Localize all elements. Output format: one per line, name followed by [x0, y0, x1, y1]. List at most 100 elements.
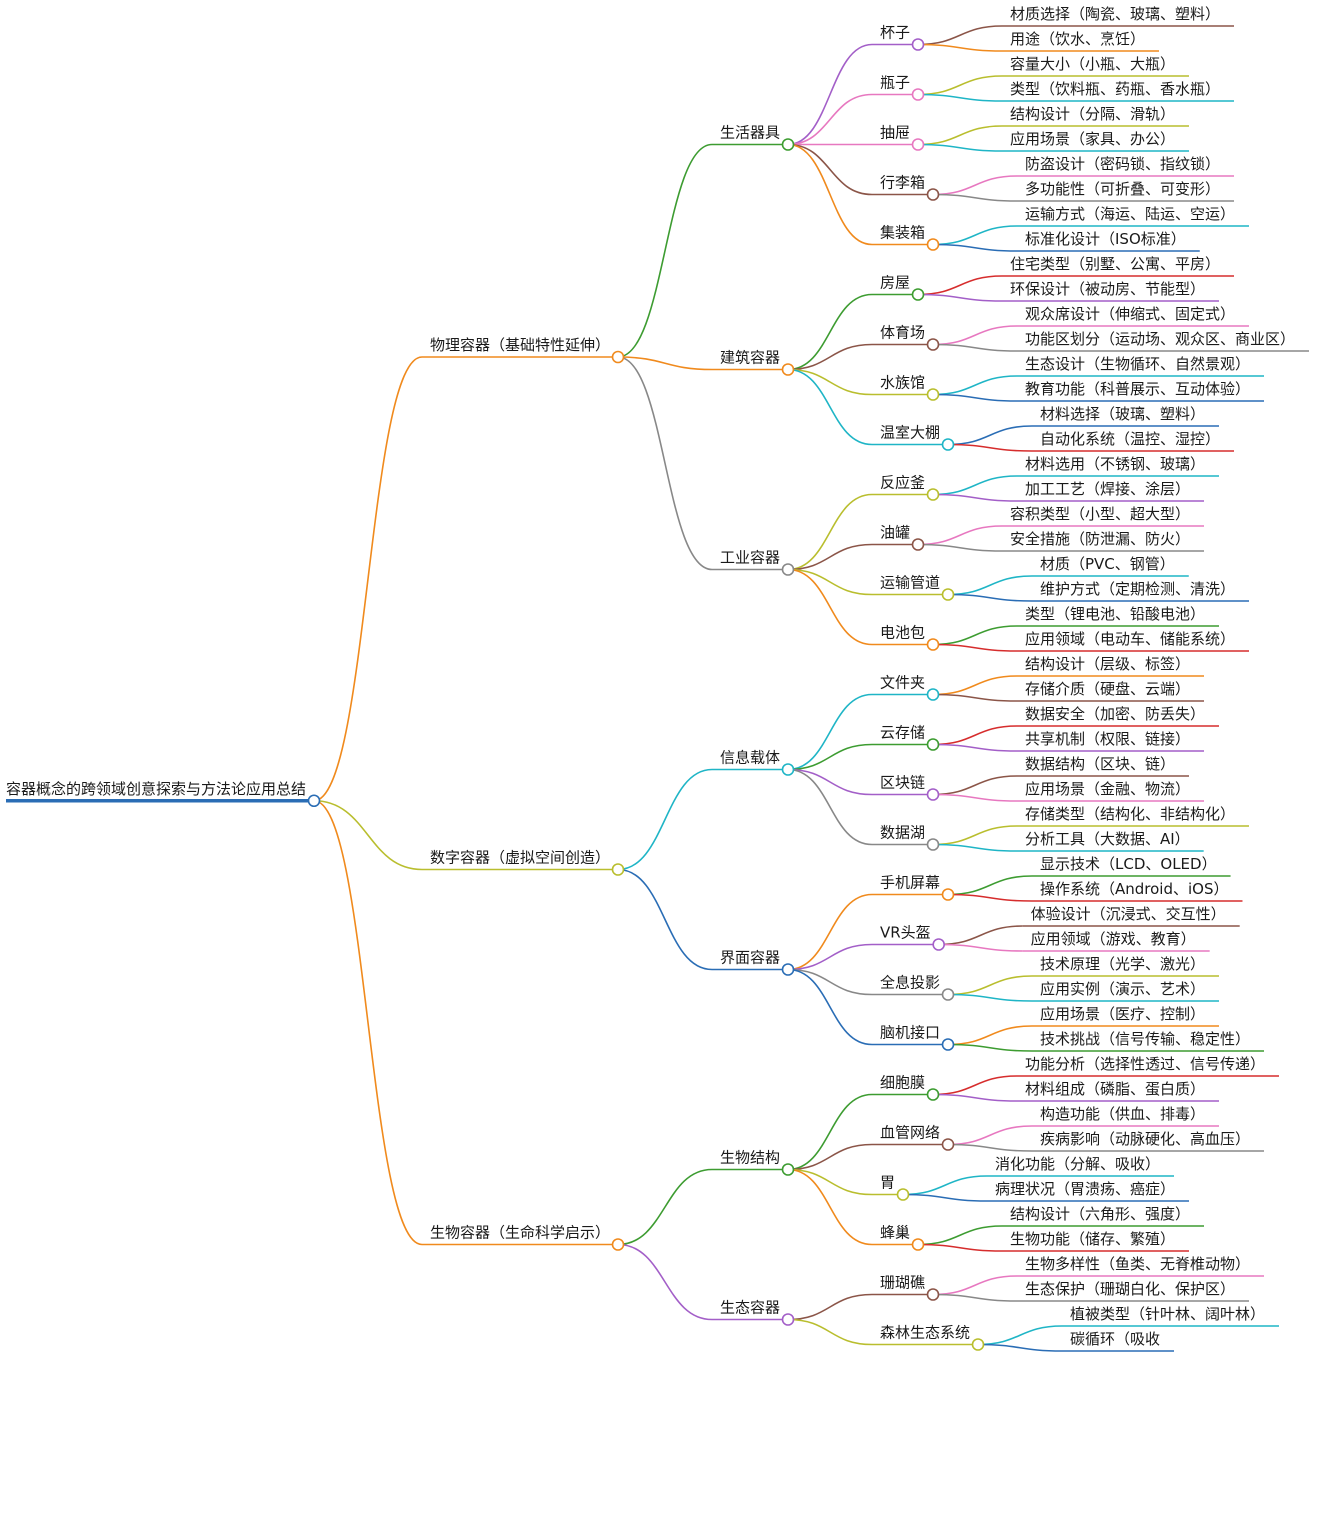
leaf-node[interactable]: 防盗设计（密码锁、指纹锁） — [1017, 155, 1235, 177]
leaf-node[interactable]: 应用实例（演示、艺术） — [1032, 980, 1220, 1002]
leaf-node[interactable]: 容积类型（小型、超大型） — [1002, 505, 1205, 527]
collapse-toggle[interactable] — [911, 288, 925, 301]
collapse-toggle[interactable] — [926, 338, 940, 351]
branch-node-depth-1[interactable]: 物理容器（基础特性延伸） — [422, 336, 625, 364]
leaf-node[interactable]: 材质选择（陶瓷、玻璃、塑料） — [1002, 5, 1235, 27]
collapse-toggle[interactable] — [781, 1313, 795, 1326]
leaf-node[interactable]: 维护方式（定期检测、清洗） — [1032, 580, 1250, 602]
branch-node-depth-3[interactable]: 瓶子 — [872, 74, 925, 101]
collapse-toggle[interactable] — [971, 1338, 985, 1351]
branch-node-depth-2[interactable]: 建筑容器 — [712, 349, 795, 376]
collapse-toggle[interactable] — [926, 688, 940, 701]
branch-node-depth-3[interactable]: 细胞膜 — [872, 1074, 940, 1101]
branch-node-depth-3[interactable]: 集装箱 — [872, 224, 940, 251]
collapse-toggle[interactable] — [926, 488, 940, 501]
collapse-toggle[interactable] — [911, 88, 925, 101]
branch-node-depth-3[interactable]: 运输管道 — [872, 574, 955, 601]
collapse-toggle[interactable] — [781, 963, 795, 976]
branch-node-depth-2[interactable]: 生态容器 — [712, 1299, 795, 1326]
collapse-toggle[interactable] — [941, 438, 955, 451]
leaf-node[interactable]: 结构设计（分隔、滑轨） — [1002, 105, 1190, 127]
branch-node-depth-3[interactable]: 珊瑚礁 — [872, 1274, 940, 1301]
leaf-node[interactable]: 多功能性（可折叠、可变形） — [1017, 180, 1235, 202]
collapse-toggle[interactable] — [926, 838, 940, 851]
branch-node-depth-3[interactable]: 脑机接口 — [872, 1024, 955, 1051]
leaf-node[interactable]: 运输方式（海运、陆运、空运） — [1017, 205, 1250, 227]
branch-node-depth-3[interactable]: 云存储 — [872, 724, 940, 751]
branch-node-depth-3[interactable]: 手机屏幕 — [872, 874, 955, 901]
collapse-toggle[interactable] — [911, 538, 925, 551]
leaf-node[interactable]: 结构设计（层级、标签） — [1017, 655, 1205, 677]
collapse-toggle[interactable] — [926, 788, 940, 801]
branch-node-depth-3[interactable]: 反应釜 — [872, 474, 940, 501]
branch-node-depth-3[interactable]: 电池包 — [872, 624, 940, 651]
collapse-toggle[interactable] — [926, 388, 940, 401]
collapse-toggle[interactable] — [926, 638, 940, 651]
collapse-toggle[interactable] — [932, 938, 945, 951]
collapse-toggle[interactable] — [896, 1188, 910, 1201]
leaf-node[interactable]: 容量大小（小瓶、大瓶） — [1002, 55, 1190, 77]
leaf-node[interactable]: 存储介质（硬盘、云端） — [1017, 680, 1205, 702]
collapse-toggle[interactable] — [926, 238, 940, 251]
leaf-node[interactable]: 自动化系统（温控、湿控） — [1032, 430, 1235, 452]
leaf-node[interactable]: 存储类型（结构化、非结构化） — [1017, 805, 1250, 827]
collapse-toggle[interactable] — [611, 1238, 625, 1251]
branch-node-depth-2[interactable]: 信息载体 — [712, 749, 795, 776]
leaf-node[interactable]: 技术挑战（信号传输、稳定性） — [1032, 1030, 1265, 1052]
branch-node-depth-2[interactable]: 生活器具 — [712, 124, 795, 151]
leaf-node[interactable]: 应用场景（家具、办公） — [1002, 130, 1190, 152]
leaf-node[interactable]: 显示技术（LCD、OLED） — [1032, 855, 1231, 877]
collapse-toggle[interactable] — [926, 1288, 940, 1301]
collapse-toggle[interactable] — [911, 1238, 925, 1251]
collapse-toggle[interactable] — [307, 794, 321, 808]
leaf-node[interactable]: 结构设计（六角形、强度） — [1002, 1205, 1205, 1227]
leaf-node[interactable]: 生物多样性（鱼类、无脊椎动物） — [1017, 1255, 1265, 1277]
collapse-toggle[interactable] — [781, 138, 795, 151]
leaf-node[interactable]: 观众席设计（伸缩式、固定式） — [1017, 305, 1250, 327]
collapse-toggle[interactable] — [941, 1038, 955, 1051]
leaf-node[interactable]: 分析工具（大数据、AI） — [1017, 830, 1204, 852]
root-node[interactable]: 容器概念的跨领域创意探索与方法论应用总结 — [6, 780, 321, 808]
branch-node-depth-3[interactable]: 血管网络 — [872, 1124, 955, 1151]
collapse-toggle[interactable] — [911, 138, 925, 151]
leaf-node[interactable]: 数据结构（区块、链） — [1017, 755, 1190, 777]
leaf-node[interactable]: 技术原理（光学、激光） — [1032, 955, 1220, 977]
collapse-toggle[interactable] — [941, 888, 955, 901]
leaf-node[interactable]: 生态保护（珊瑚白化、保护区） — [1017, 1280, 1250, 1302]
branch-node-depth-3[interactable]: 抽屉 — [872, 124, 925, 151]
branch-node-depth-3[interactable]: 森林生态系统 — [872, 1324, 985, 1351]
branch-node-depth-3[interactable]: 体育场 — [872, 324, 940, 351]
leaf-node[interactable]: 类型（锂电池、铅酸电池） — [1017, 605, 1220, 627]
leaf-node[interactable]: 标准化设计（ISO标准） — [1017, 230, 1200, 252]
collapse-toggle[interactable] — [941, 988, 955, 1001]
leaf-node[interactable]: 教育功能（科普展示、互动体验） — [1017, 380, 1265, 402]
branch-node-depth-3[interactable]: 文件夹 — [872, 674, 940, 701]
leaf-node[interactable]: 功能区划分（运动场、观众区、商业区） — [1017, 330, 1310, 352]
leaf-node[interactable]: 操作系统（Android、iOS） — [1032, 880, 1243, 902]
leaf-node[interactable]: 应用领域（游戏、教育） — [1022, 930, 1210, 952]
branch-node-depth-3[interactable]: 胃 — [872, 1174, 910, 1201]
collapse-toggle[interactable] — [941, 1138, 955, 1151]
collapse-toggle[interactable] — [926, 1088, 940, 1101]
branch-node-depth-1[interactable]: 数字容器（虚拟空间创造） — [422, 849, 625, 876]
collapse-toggle[interactable] — [941, 588, 955, 601]
leaf-node[interactable]: 生态设计（生物循环、自然景观） — [1017, 355, 1265, 377]
branch-node-depth-3[interactable]: 蜂巢 — [872, 1224, 925, 1251]
leaf-node[interactable]: 数据安全（加密、防丢失） — [1017, 705, 1220, 727]
branch-node-depth-2[interactable]: 工业容器 — [712, 549, 795, 576]
branch-node-depth-3[interactable]: 温室大棚 — [872, 424, 955, 451]
collapse-toggle[interactable] — [781, 1163, 795, 1176]
leaf-node[interactable]: 应用场景（金融、物流） — [1017, 780, 1205, 802]
leaf-node[interactable]: 安全措施（防泄漏、防火） — [1002, 530, 1205, 552]
branch-node-depth-3[interactable]: 数据湖 — [872, 824, 940, 851]
leaf-node[interactable]: 构造功能（供血、排毒） — [1032, 1105, 1220, 1127]
collapse-toggle[interactable] — [611, 863, 625, 876]
branch-node-depth-3[interactable]: 杯子 — [872, 24, 925, 51]
collapse-toggle[interactable] — [781, 363, 795, 376]
leaf-node[interactable]: 碳循环（吸收 — [1062, 1330, 1175, 1352]
branch-node-depth-3[interactable]: 区块链 — [872, 774, 940, 801]
leaf-node[interactable]: 消化功能（分解、吸收） — [987, 1155, 1175, 1177]
branch-node-depth-3[interactable]: VR头盔 — [872, 924, 945, 951]
branch-node-depth-3[interactable]: 房屋 — [872, 274, 925, 301]
leaf-node[interactable]: 环保设计（被动房、节能型） — [1002, 280, 1220, 302]
